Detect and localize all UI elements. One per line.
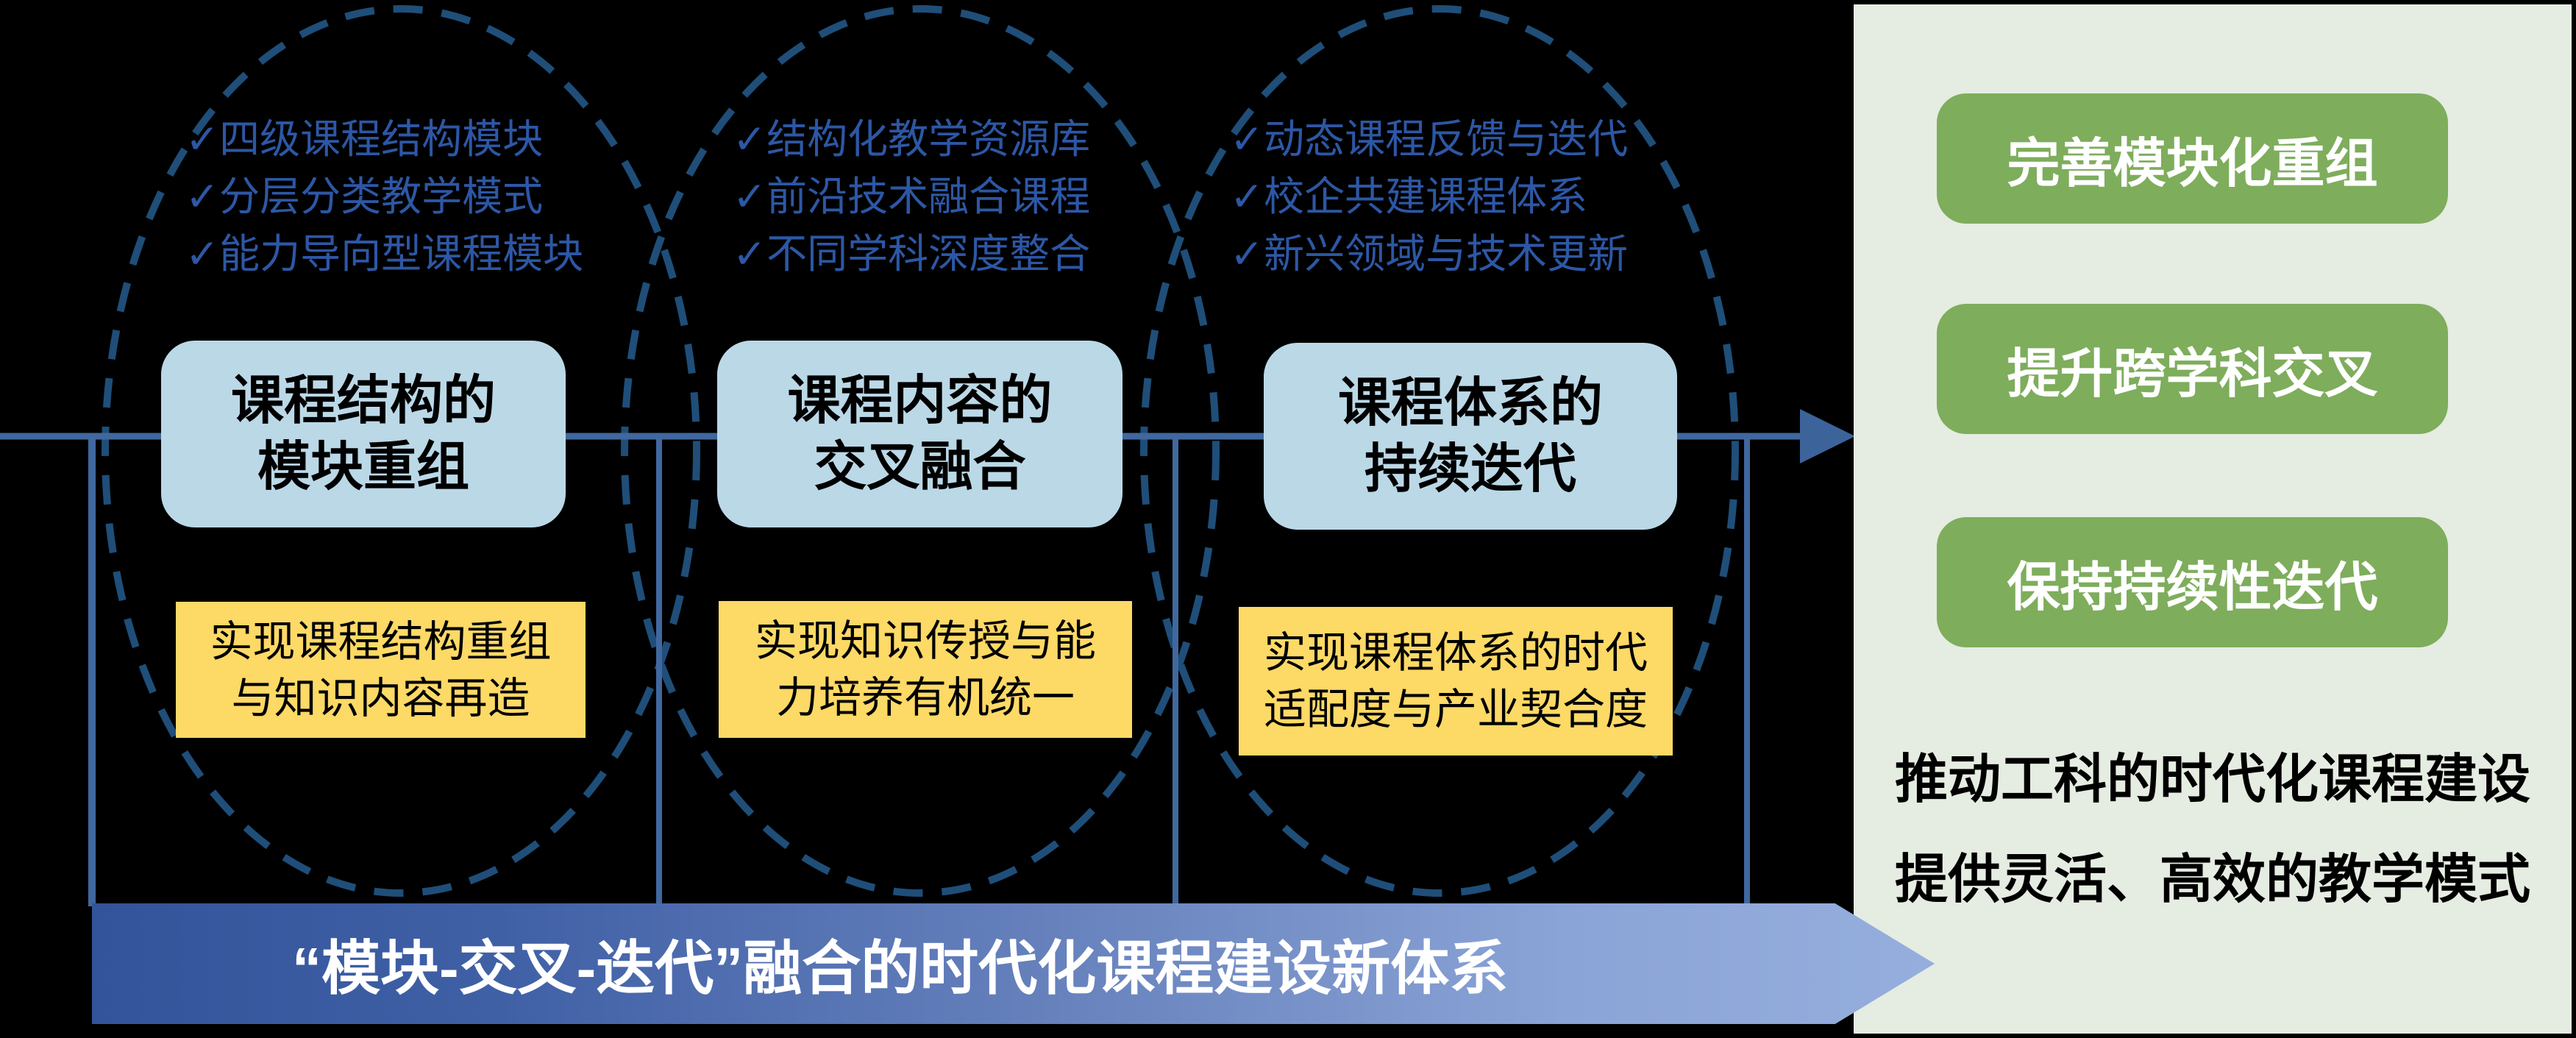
flow-arrowhead-icon bbox=[1800, 409, 1855, 463]
stage-result-line: 力培养有机统一 bbox=[775, 674, 1075, 722]
outcome-summary-line-1: 推动工科的时代化课程建设 bbox=[1894, 750, 2530, 809]
stage-title-line: 课程结构的 bbox=[230, 372, 496, 430]
stage-title-line: 课程体系的 bbox=[1337, 374, 1603, 433]
stage-result-line: 与知识内容再造 bbox=[231, 674, 530, 722]
stage-2-title-box: 课程内容的 交叉融合 bbox=[717, 341, 1122, 527]
stage-result-line: 实现课程结构重组 bbox=[210, 617, 552, 666]
stage-2-result-box: 实现知识传授与能 力培养有机统一 bbox=[719, 601, 1132, 738]
outcome-box-label: 保持持续性迭代 bbox=[2007, 558, 2378, 617]
checklist-item: ✓新兴领域与技术更新 bbox=[1230, 231, 1629, 277]
stage-1-checklist: ✓四级课程结构模块 ✓分层分类教学模式 ✓能力导向型课程模块 bbox=[185, 110, 583, 282]
outcome-box-1: 完善模块化重组 bbox=[1937, 93, 2448, 224]
stage-2-ellipse bbox=[621, 5, 1220, 897]
stage-3-checklist: ✓动态课程反馈与迭代 ✓校企共建课程体系 ✓新兴领域与技术更新 bbox=[1230, 110, 1628, 282]
outcome-box-label: 完善模块化重组 bbox=[2007, 135, 2378, 193]
stage-title-line: 课程内容的 bbox=[787, 372, 1053, 430]
stage-title-line: 持续迭代 bbox=[1364, 440, 1576, 499]
checklist-item: ✓四级课程结构模块 bbox=[185, 116, 544, 162]
stage-title-line: 交叉融合 bbox=[814, 438, 1026, 497]
outcome-box-2: 提升跨学科交叉 bbox=[1937, 304, 2448, 434]
stage-result-line: 实现知识传授与能 bbox=[754, 617, 1096, 665]
banner-arrow: “模块-交叉-迭代”融合的时代化课程建设新体系 bbox=[92, 903, 1935, 1024]
checklist-item: ✓动态课程反馈与迭代 bbox=[1230, 116, 1629, 162]
checklist-item: ✓前沿技术融合课程 bbox=[733, 174, 1091, 219]
banner-text: “模块-交叉-迭代”融合的时代化课程建设新体系 bbox=[292, 936, 1509, 1001]
stage-result-line: 实现课程体系的时代 bbox=[1263, 629, 1648, 677]
stage-title-line: 模块重组 bbox=[257, 438, 469, 497]
stage-1-title-box: 课程结构的 模块重组 bbox=[161, 341, 566, 527]
stage-3-ellipse bbox=[1140, 5, 1739, 897]
checklist-item: ✓分层分类教学模式 bbox=[185, 174, 544, 219]
checklist-item: ✓不同学科深度整合 bbox=[733, 231, 1091, 277]
stage-2-checklist: ✓结构化教学资源库 ✓前沿技术融合课程 ✓不同学科深度整合 bbox=[733, 110, 1090, 282]
stage-result-line: 适配度与产业契合度 bbox=[1263, 686, 1648, 733]
outcome-box-3: 保持持续性迭代 bbox=[1937, 517, 2448, 647]
checklist-item: ✓校企共建课程体系 bbox=[1230, 174, 1588, 219]
outcome-summary-line-2: 提供灵活、高效的教学模式 bbox=[1894, 850, 2530, 909]
checklist-item: ✓能力导向型课程模块 bbox=[185, 231, 584, 277]
stage-3-result-box: 实现课程体系的时代 适配度与产业契合度 bbox=[1239, 607, 1673, 756]
stage-3-title-box: 课程体系的 持续迭代 bbox=[1264, 343, 1677, 530]
outcome-box-label: 提升跨学科交叉 bbox=[2007, 345, 2378, 404]
stage-1-result-box: 实现课程结构重组 与知识内容再造 bbox=[176, 602, 586, 738]
stage-1-ellipse bbox=[102, 5, 700, 897]
checklist-item: ✓结构化教学资源库 bbox=[733, 116, 1091, 162]
